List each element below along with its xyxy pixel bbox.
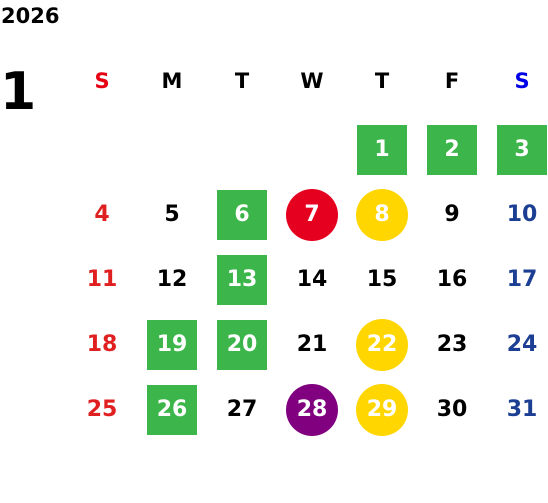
day-cell-21[interactable]: 21 [296, 332, 328, 357]
weekday-header-friday: F [444, 69, 460, 93]
day-cell-11[interactable]: 11 [86, 267, 118, 292]
day-cell-1[interactable]: 1 [357, 125, 407, 175]
day-cell-7[interactable]: 7 [286, 189, 338, 241]
year-label: 2026 [1, 4, 60, 28]
day-cell-14[interactable]: 14 [296, 267, 328, 292]
weekday-header-monday: M [161, 69, 183, 93]
day-cell-25[interactable]: 25 [86, 397, 118, 422]
day-cell-10[interactable]: 10 [506, 202, 538, 227]
day-cell-31[interactable]: 31 [506, 397, 538, 422]
day-cell-28[interactable]: 28 [286, 384, 338, 436]
day-cell-27[interactable]: 27 [226, 397, 258, 422]
day-cell-6[interactable]: 6 [217, 190, 267, 240]
day-cell-16[interactable]: 16 [436, 267, 468, 292]
day-cell-12[interactable]: 12 [156, 267, 188, 292]
weekday-header-thursday: T [374, 69, 390, 93]
weekday-header-saturday: S [514, 69, 530, 93]
day-cell-29[interactable]: 29 [356, 384, 408, 436]
day-cell-30[interactable]: 30 [436, 397, 468, 422]
day-cell-18[interactable]: 18 [86, 332, 118, 357]
weekday-header-wednesday: W [300, 69, 324, 93]
weekday-header-tuesday: T [234, 69, 250, 93]
day-cell-24[interactable]: 24 [506, 332, 538, 357]
weekday-header-sunday: S [94, 69, 110, 93]
day-cell-23[interactable]: 23 [436, 332, 468, 357]
day-cell-5[interactable]: 5 [164, 202, 180, 227]
day-cell-9[interactable]: 9 [444, 202, 460, 227]
day-cell-8[interactable]: 8 [356, 189, 408, 241]
day-cell-15[interactable]: 15 [366, 267, 398, 292]
day-cell-13[interactable]: 13 [217, 255, 267, 305]
day-cell-19[interactable]: 19 [147, 320, 197, 370]
day-cell-20[interactable]: 20 [217, 320, 267, 370]
day-cell-17[interactable]: 17 [506, 267, 538, 292]
month-label: 1 [0, 62, 37, 122]
day-cell-2[interactable]: 2 [427, 125, 477, 175]
day-cell-26[interactable]: 26 [147, 385, 197, 435]
day-cell-3[interactable]: 3 [497, 125, 547, 175]
day-cell-4[interactable]: 4 [94, 202, 110, 227]
day-cell-22[interactable]: 22 [356, 319, 408, 371]
